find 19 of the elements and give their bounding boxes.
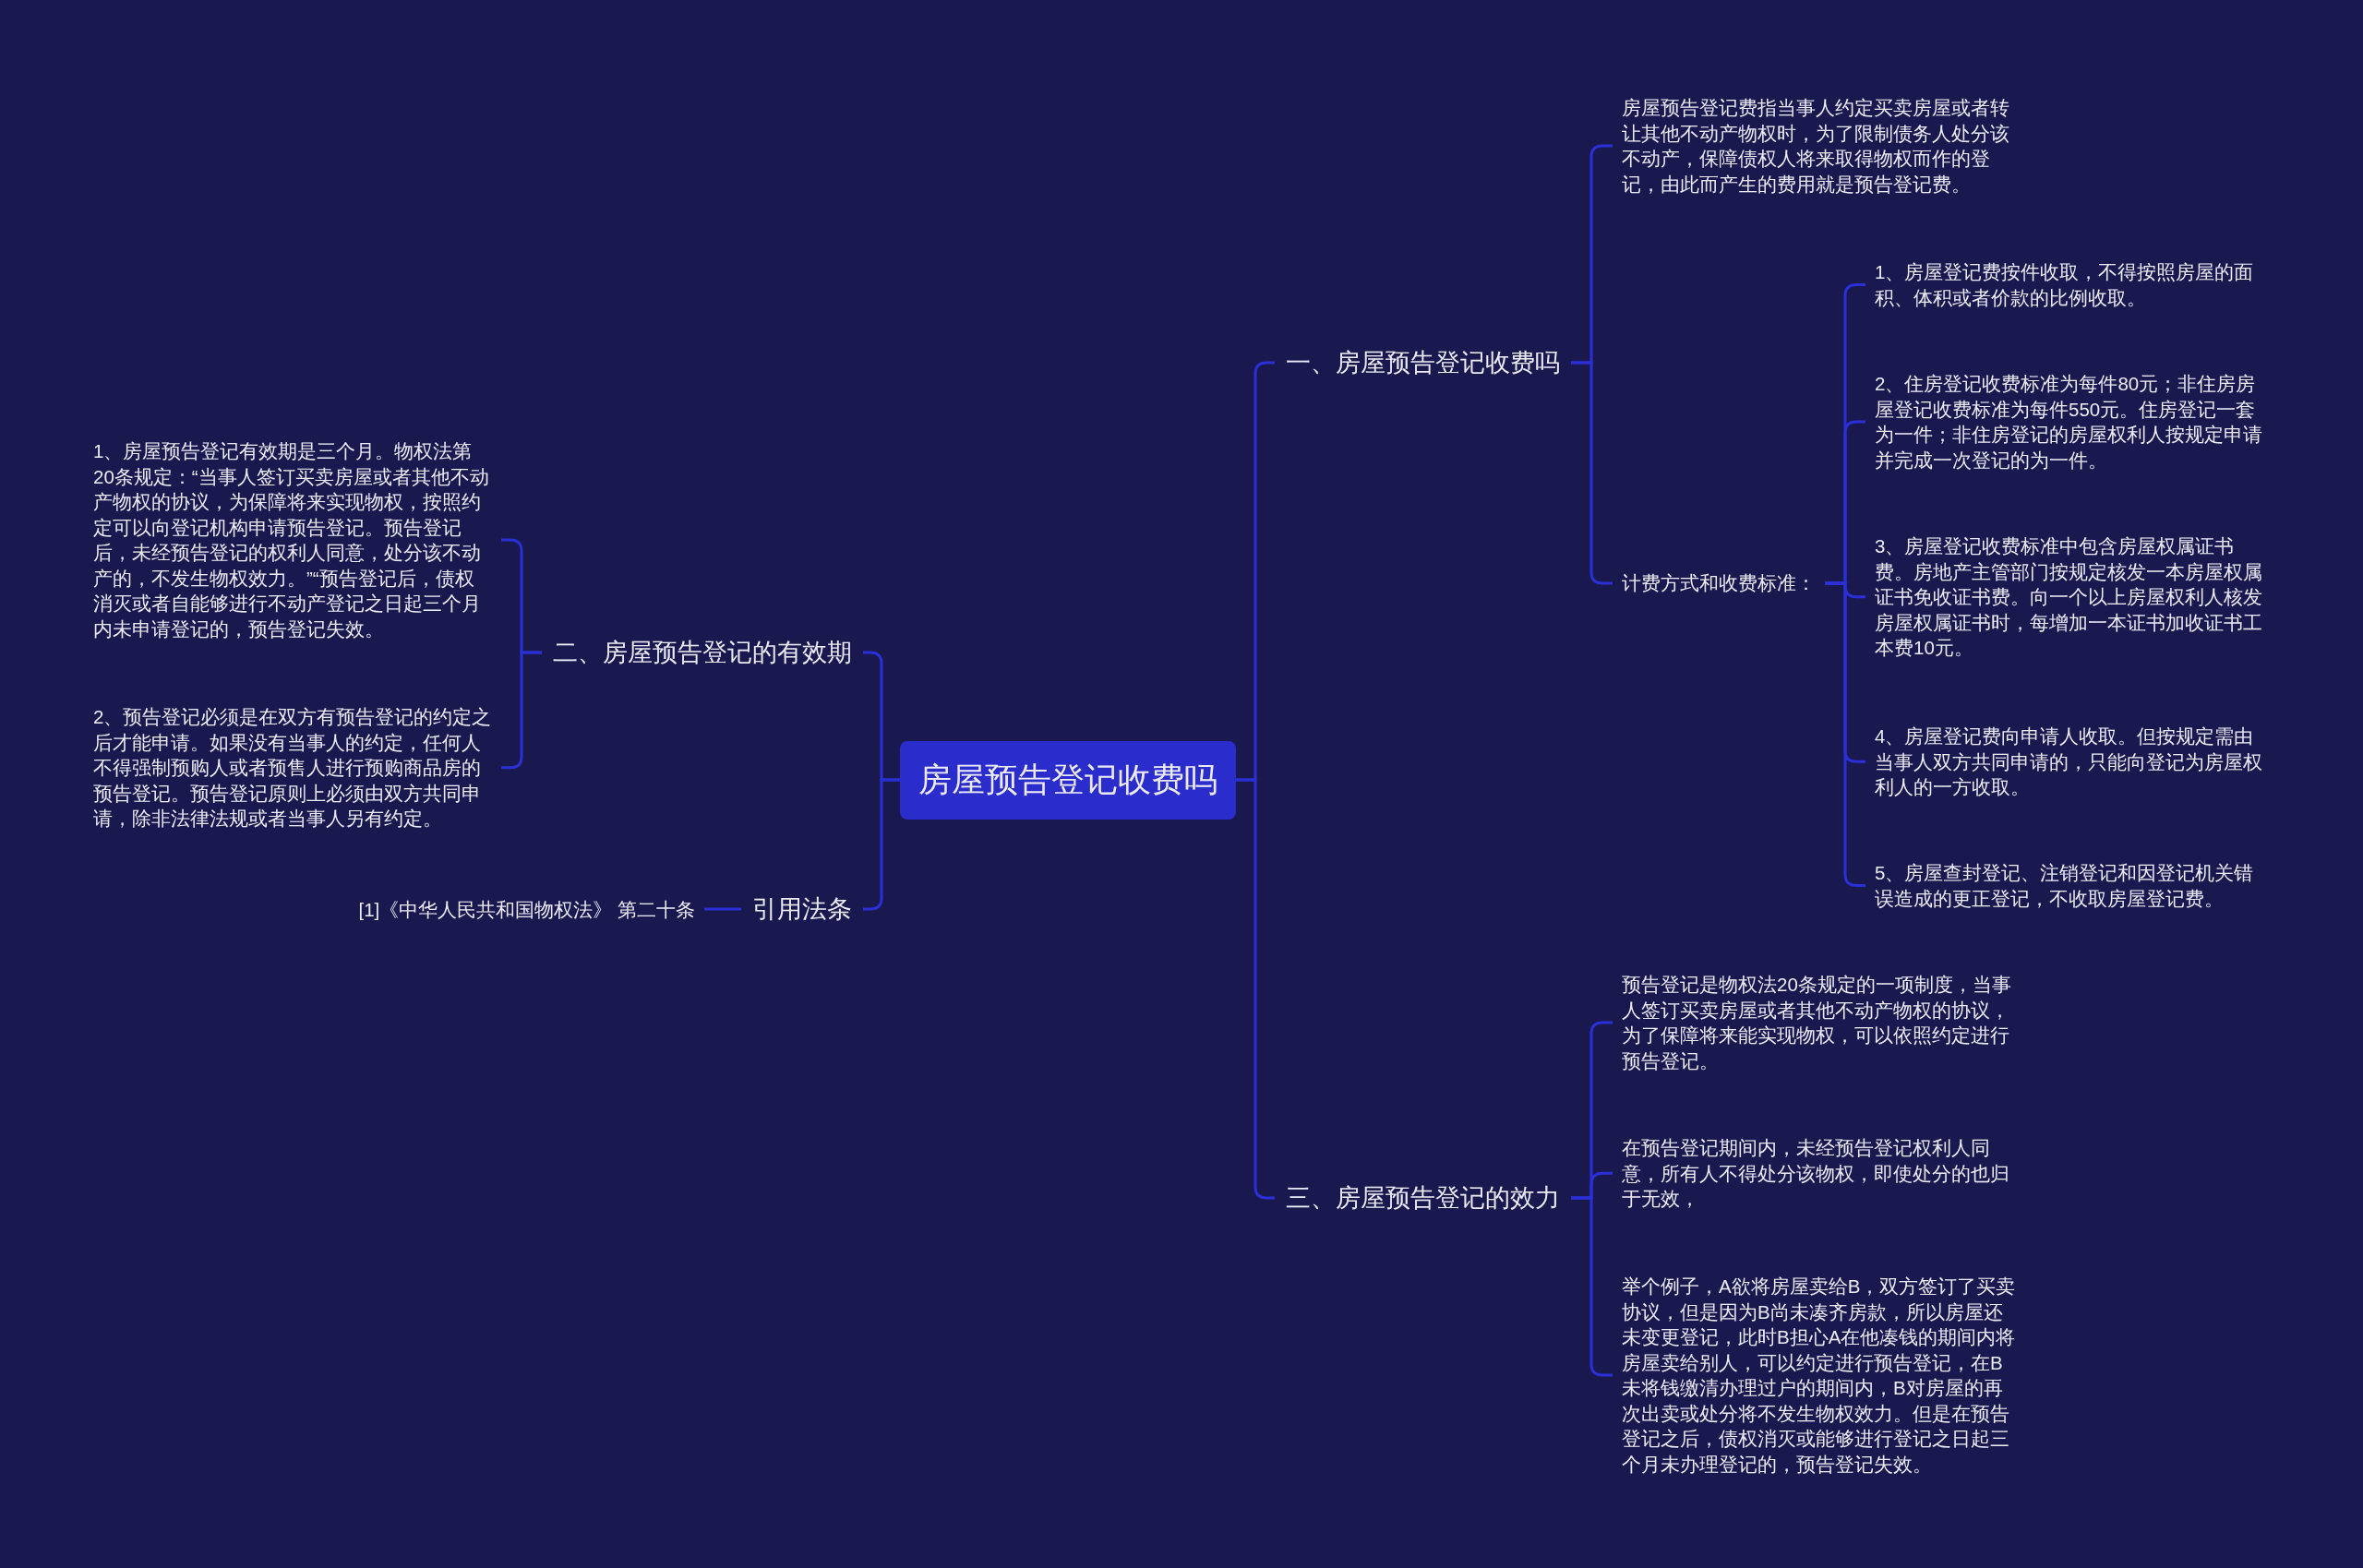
branch-label: 一、房屋预告登记收费吗	[1275, 342, 1571, 383]
note-text: 房屋预告登记费指当事人约定买卖房屋或者转让其他不动产物权时，为了限制债务人处分该不动产，保障债权人将来取得物权而作的登记，由此而产生的费用就是预告登记费。	[1613, 95, 2028, 197]
connector	[704, 907, 741, 911]
branch-label: 三、房屋预告登记的效力	[1275, 1178, 1571, 1218]
note-text: 4、房屋登记费向申请人收取。但按规定需由当事人双方共同申请的，只能向登记为房屋权利人的一方收取。	[1865, 724, 2281, 800]
note-text: 1、房屋预告登记有效期是三个月。物权法第20条规定：“当事人签订买卖房屋或者其他不动产物权的协议，为保障将来实现物权，按照约定可以向登记机构申请预告登记。预告登记后，未经预告登记的权利人同意，处分该不动产的，不发生物权效力。”“预告登记后，债权消灭或者自能够进行不动产登记之日起三个月内未申请登记的，预告登记失效。	[84, 438, 501, 641]
note-text: 5、房屋查封登记、注销登记和因登记机关错误造成的更正登记，不收取房屋登记费。	[1865, 860, 2281, 911]
note-text: [1]《中华人民共和国物权法》 第二十条	[349, 895, 704, 925]
note-text: 2、住房登记收费标准为每件80元；非住房房屋登记收费标准为每件550元。住房登记一套为一件；非住房登记的房屋权利人按规定申请并完成一次登记的为一件。	[1865, 371, 2281, 473]
branch-label: 二、房屋预告登记的有效期	[542, 632, 863, 673]
note-text: 在预告登记期间内，未经预告登记权利人同意，所有人不得处分该物权，即使处分的也归于无效，	[1613, 1135, 2028, 1212]
branch-label: 引用法条	[741, 889, 863, 929]
note-text: 1、房屋登记费按件收取，不得按照房屋的面积、体积或者价款的比例收取。	[1865, 259, 2281, 310]
note-text: 计费方式和收费标准：	[1613, 569, 1825, 598]
note-text: 举个例子，A欲将房屋卖给B，双方签订了买卖协议，但是因为B尚未凑齐房款，所以房屋还未变更登记，此时B担心A在他凑钱的期间内将房屋卖给别人，可以约定进行预告登记，在B未将钱缴清办理过户的期间内，B对房屋的再次出卖或处分将不发生物权效力。但是在预告登记之后，债权消灭或能够进行登记之日起三个月未办理登记的，预告登记失效。	[1613, 1274, 2028, 1477]
note-text: 2、预告登记必须是在双方有预告登记的约定之后才能申请。如果没有当事人的约定，任何人不得强制预购人或者预售人进行预购商品房的预告登记。预告登记原则上必须由双方共同申请，除非法律法规或者当事人另有约定。	[84, 704, 501, 832]
note-text: 3、房屋登记收费标准中包含房屋权属证书费。房地产主管部门按规定核发一本房屋权属证书免收证书费。向一个以上房屋权利人核发房屋权属证书时，每增加一本证书加收证书工本费10元。	[1865, 533, 2281, 661]
central-topic-box: 房屋预告登记收费吗	[900, 740, 1236, 820]
note-text: 预告登记是物权法20条规定的一项制度，当事人签订买卖房屋或者其他不动产物权的协议，为了保障将来能实现物权，可以依照约定进行预告登记。	[1613, 972, 2028, 1073]
